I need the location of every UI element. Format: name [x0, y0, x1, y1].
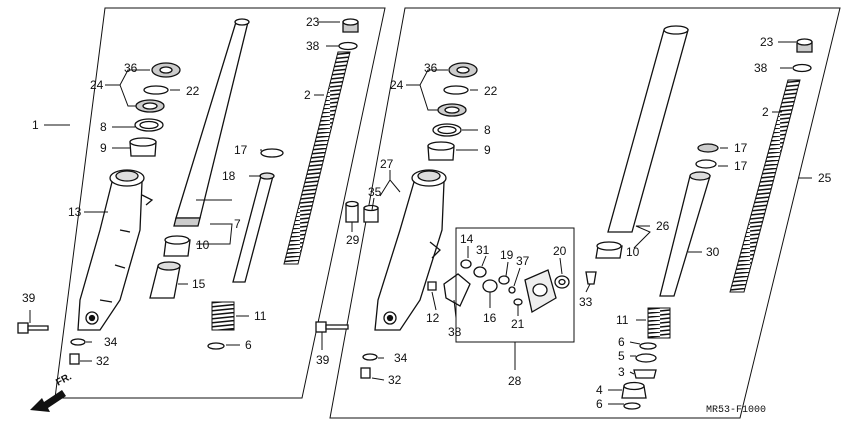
- callout-16: 16: [483, 311, 497, 325]
- outer-fork-slider-left: [77, 169, 154, 331]
- callout-24: 24: [90, 78, 104, 92]
- callout-24-right: 24: [390, 78, 404, 92]
- callout-17: 17: [234, 143, 248, 157]
- rebound-spring-right: [647, 307, 671, 339]
- left-assembly-panel: [54, 7, 386, 399]
- callout-15: 15: [192, 277, 206, 291]
- washer-left: [260, 148, 284, 158]
- leader-lines: [29, 21, 812, 405]
- callout-36-right: 36: [424, 61, 438, 75]
- callout-17-right-b: 17: [734, 159, 748, 173]
- callout-13: 13: [68, 205, 82, 219]
- callout-33: 33: [579, 295, 593, 309]
- callout-8-right: 8: [484, 123, 491, 137]
- callout-6-right-b: 6: [596, 397, 603, 411]
- cap-bolt-right: [792, 38, 813, 73]
- callout-4: 4: [596, 383, 603, 397]
- circlip-left: [207, 342, 225, 350]
- callout-35: 35: [368, 185, 382, 199]
- callout-11: 11: [254, 309, 267, 323]
- front-direction-arrow: FR.: [30, 371, 74, 412]
- callout-8: 8: [100, 120, 107, 134]
- hardware-left: [17, 322, 86, 365]
- callout-25: 25: [818, 171, 832, 185]
- seal-stack-right: [427, 62, 478, 161]
- callout-28: 28: [508, 374, 522, 388]
- callout-34: 34: [104, 335, 118, 349]
- fork-inner-tube-right: [595, 25, 689, 259]
- callout-19: 19: [500, 248, 514, 262]
- callout-20: 20: [553, 244, 567, 258]
- bolt-33: [585, 271, 597, 285]
- callout-22: 22: [186, 84, 200, 98]
- callout-34-center: 34: [394, 351, 408, 365]
- callout-1: 1: [32, 118, 39, 132]
- callout-39: 39: [22, 291, 36, 305]
- callout-2-right: 2: [762, 105, 769, 119]
- callout-labels: 1 24 36 22 8 9 13 10 7 15 17 18 23 38 2 …: [22, 15, 832, 416]
- callout-9-right: 9: [484, 143, 491, 157]
- oil-lock-piece: [149, 261, 181, 299]
- lower-stack-right: [621, 342, 657, 410]
- callout-38-right: 38: [754, 61, 768, 75]
- rebound-spring-left: [211, 301, 235, 331]
- fork-spring-right: [729, 79, 801, 293]
- front-label: FR.: [54, 371, 74, 388]
- right-assembly-panel: [329, 7, 841, 419]
- callout-39-center: 39: [316, 353, 330, 367]
- bushing-pair: [345, 200, 379, 223]
- callout-5: 5: [618, 349, 625, 363]
- slide-bushing-left: [163, 235, 191, 257]
- seal-stack-left: [129, 62, 181, 157]
- callout-6: 6: [245, 338, 252, 352]
- callout-31: 31: [476, 243, 490, 257]
- callout-6-right-a: 6: [618, 335, 625, 349]
- callout-32-center: 32: [388, 373, 402, 387]
- callout-36: 36: [124, 61, 138, 75]
- callout-23-right: 23: [760, 35, 774, 49]
- diagram-code: MR53-F1000: [706, 405, 766, 416]
- fork-inner-tube-left: [173, 18, 250, 227]
- callout-9: 9: [100, 141, 107, 155]
- damper-rod-right: [659, 171, 711, 297]
- outer-fork-slider-right: [374, 169, 447, 331]
- fork-spring-left: [283, 51, 351, 265]
- callout-7: 7: [234, 217, 241, 231]
- callout-10: 10: [196, 238, 210, 252]
- callout-22-right: 22: [484, 84, 498, 98]
- adjuster-parts: [427, 259, 570, 314]
- cap-bolt-left: [338, 18, 359, 51]
- washers-right: [695, 143, 719, 169]
- callout-17-right-a: 17: [734, 141, 748, 155]
- callout-23: 23: [306, 15, 320, 29]
- callout-10-right: 10: [626, 245, 640, 259]
- hardware-center: [315, 321, 378, 379]
- callout-18: 18: [222, 169, 236, 183]
- callout-38: 38: [306, 39, 320, 53]
- callout-26: 26: [656, 219, 670, 233]
- callout-32: 32: [96, 354, 110, 368]
- callout-38-center: 38: [448, 325, 462, 339]
- callout-21: 21: [511, 317, 525, 331]
- callout-30: 30: [706, 245, 720, 259]
- callout-3: 3: [618, 365, 625, 379]
- callout-11-right: 11: [616, 313, 629, 327]
- callout-12: 12: [426, 311, 440, 325]
- callout-29: 29: [346, 233, 360, 247]
- damper-rod-left: [232, 172, 275, 283]
- callout-27: 27: [380, 157, 394, 171]
- callout-2: 2: [304, 88, 311, 102]
- callout-14: 14: [460, 232, 474, 246]
- callout-37: 37: [516, 254, 530, 268]
